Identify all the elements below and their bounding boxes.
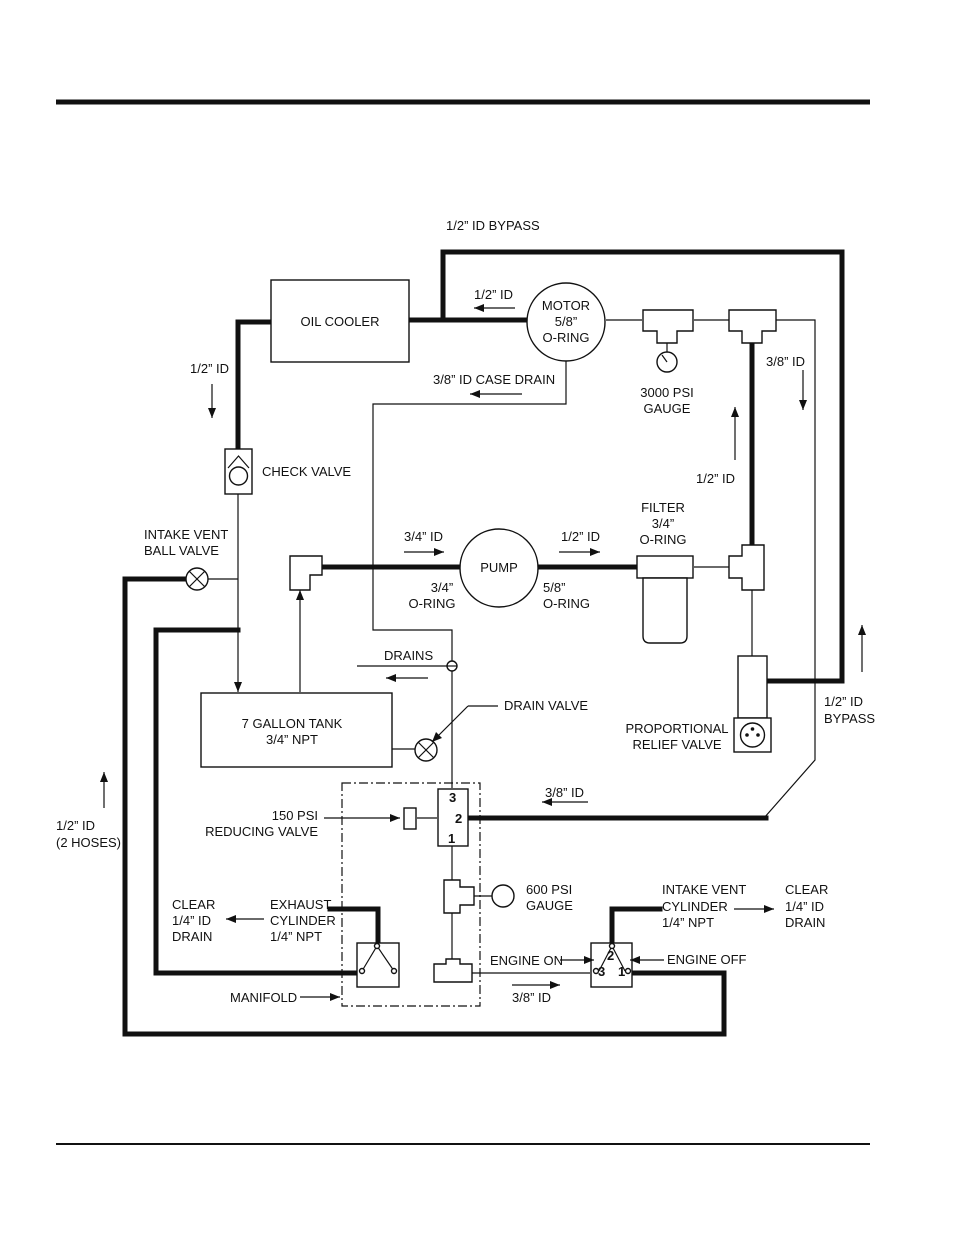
label-relief-2: RELIEF VALVE: [632, 737, 721, 752]
labels: 1/2” ID BYPASS OIL COOLER 1/2” ID MOTOR …: [56, 218, 875, 1005]
label-motor-2: 5/8”: [555, 314, 577, 329]
label-pump-in-2: O-RING: [409, 596, 456, 611]
label-pump-in-1: 3/4”: [431, 580, 453, 595]
label-clear-left-3: DRAIN: [172, 929, 212, 944]
label-sel-port-3: 3: [598, 964, 605, 979]
label-clear-left-1: CLEAR: [172, 897, 215, 912]
label-motor-1: MOTOR: [542, 298, 590, 313]
drains-junction: [446, 660, 458, 672]
relief-valve: [733, 655, 772, 753]
label-filter-3: O-RING: [640, 532, 687, 547]
label-id-3-8-mid: 3/8” ID: [545, 785, 584, 800]
label-pump-out-1: 5/8”: [543, 580, 565, 595]
label-clear-right-3: DRAIN: [785, 915, 825, 930]
tank-box: [200, 692, 393, 768]
label-intake-cyl-2: CYLINDER: [662, 899, 728, 914]
selector-valve: [590, 942, 633, 988]
label-exhaust-1: EXHAUST: [270, 897, 331, 912]
label-pump: PUMP: [480, 560, 518, 575]
label-bypass-right-1: 1/2” ID: [824, 694, 863, 709]
label-gauge-3000-1: 3000 PSI: [640, 385, 694, 400]
elbow-fitting: [289, 555, 323, 591]
label-hoses-2: (2 HOSES): [56, 835, 121, 850]
label-drains: DRAINS: [384, 648, 433, 663]
label-hoses-1: 1/2” ID: [56, 818, 95, 833]
check-valve: [224, 448, 253, 495]
label-motor-3: O-RING: [543, 330, 590, 345]
label-id-half-filter: 1/2” ID: [696, 471, 735, 486]
motor-circle: [526, 282, 606, 362]
gauge-tee: [642, 309, 694, 344]
label-pump-out-2: O-RING: [543, 596, 590, 611]
gauge-600-tee: [443, 879, 475, 914]
label-tank-2: 3/4” NPT: [266, 732, 318, 747]
label-relief-1: PROPORTIONAL: [625, 721, 728, 736]
label-id-3-8-bottom: 3/8” ID: [512, 990, 551, 1005]
label-id-half-pump: 1/2” ID: [561, 529, 600, 544]
label-tank-1: 7 GALLON TANK: [242, 716, 343, 731]
filter-tee: [728, 544, 765, 591]
label-id-half-motor: 1/2” ID: [474, 287, 513, 302]
thick-hoses: [122, 249, 845, 1037]
upper-tee: [728, 309, 777, 344]
label-port-3: 3: [449, 790, 456, 805]
label-intake-cyl-3: 1/4” NPT: [662, 915, 714, 930]
filter-body: [636, 555, 694, 644]
label-gauge-600-1: 600 PSI: [526, 882, 572, 897]
label-drain-valve: DRAIN VALVE: [504, 698, 588, 713]
label-sel-port-1: 1: [618, 964, 625, 979]
pump-circle: [459, 528, 539, 608]
label-clear-left-2: 1/4” ID: [172, 913, 211, 928]
label-oil-cooler: OIL COOLER: [301, 314, 380, 329]
label-bypass-top: 1/2” ID BYPASS: [446, 218, 540, 233]
label-gauge-600-2: GAUGE: [526, 898, 573, 913]
drain-valve-symbol: [414, 738, 438, 762]
label-exhaust-2: CYLINDER: [270, 913, 336, 928]
label-intake-ball-2: BALL VALVE: [144, 543, 219, 558]
label-case-drain: 3/8” ID CASE DRAIN: [433, 372, 555, 387]
label-clear-right-1: CLEAR: [785, 882, 828, 897]
gauge-600-dial: [491, 884, 515, 908]
label-id-3-4: 3/4” ID: [404, 529, 443, 544]
label-filter-1: FILTER: [641, 500, 685, 515]
manifold-boundary: [341, 782, 481, 1007]
label-bypass-right-2: BYPASS: [824, 711, 875, 726]
label-id-half-left: 1/2” ID: [190, 361, 229, 376]
flow-arrows: [100, 304, 866, 1001]
label-exhaust-3: 1/4” NPT: [270, 929, 322, 944]
label-sel-port-2: 2: [607, 948, 614, 963]
label-reducing-2: REDUCING VALVE: [205, 824, 318, 839]
label-filter-2: 3/4”: [652, 516, 674, 531]
label-gauge-3000-2: GAUGE: [644, 401, 691, 416]
label-reducing-1: 150 PSI: [272, 808, 318, 823]
label-check-valve: CHECK VALVE: [262, 464, 351, 479]
label-id-3-8-right: 3/8” ID: [766, 354, 805, 369]
label-clear-right-2: 1/4” ID: [785, 899, 824, 914]
label-port-2: 2: [455, 811, 462, 826]
oil-cooler-box: [270, 279, 410, 363]
label-manifold: MANIFOLD: [230, 990, 297, 1005]
reducing-valve-knob: [403, 807, 417, 830]
label-port-1: 1: [448, 831, 455, 846]
intake-vent-ball-valve-symbol: [185, 567, 209, 591]
reducing-valve-body: [437, 788, 469, 847]
thin-lines: [208, 319, 816, 974]
label-intake-ball-1: INTAKE VENT: [144, 527, 228, 542]
label-engine-on: ENGINE ON: [490, 953, 563, 968]
manifold-tee: [433, 958, 473, 983]
label-intake-cyl-1: INTAKE VENT: [662, 882, 746, 897]
exhaust-valve: [356, 942, 400, 988]
label-engine-off: ENGINE OFF: [667, 952, 747, 967]
gauge-3000-dial: [656, 351, 678, 373]
